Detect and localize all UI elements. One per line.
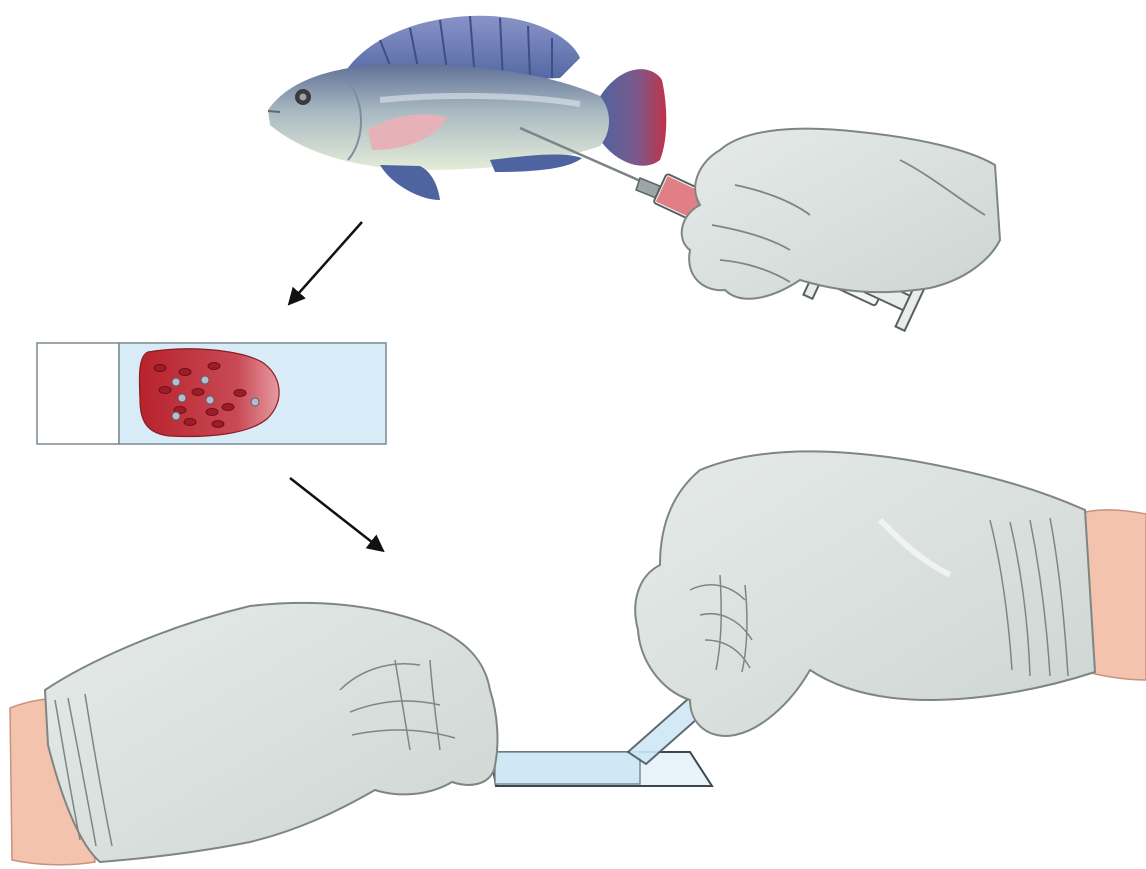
- slide-with-blood-drop-illustration: [37, 343, 386, 444]
- step-arrow-1: [290, 222, 362, 303]
- right-gloved-hand-icon: [635, 451, 1095, 736]
- horizontal-slide-icon: [490, 752, 712, 786]
- fish-syringe-illustration: [268, 16, 1000, 340]
- gloved-hands-smearing-slide-illustration: [10, 451, 1146, 864]
- left-gloved-hand-icon: [45, 603, 497, 862]
- step-arrow-2: [290, 478, 382, 550]
- fish-icon: [268, 16, 666, 200]
- gloved-hand-icon: [682, 129, 1000, 299]
- slide-frosted-end: [37, 343, 119, 444]
